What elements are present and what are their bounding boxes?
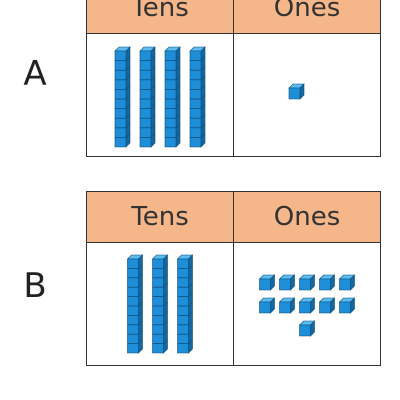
tens-header: Tens xyxy=(86,0,234,34)
blocks-row xyxy=(86,33,381,157)
ones-cubes-a xyxy=(288,83,305,100)
one-cube-block xyxy=(298,320,316,337)
tens-rods-a xyxy=(114,46,206,148)
tens-rods-b xyxy=(126,254,194,354)
place-value-table-b: Tens Ones xyxy=(86,191,381,366)
ones-cell xyxy=(233,242,381,366)
tens-cell xyxy=(86,242,234,366)
place-value-chart-a: Tens Ones xyxy=(86,0,381,157)
ten-rod-block xyxy=(151,254,169,354)
ten-rod-block xyxy=(164,46,181,148)
ones-header: Ones xyxy=(233,0,381,34)
one-cube-block xyxy=(338,274,356,291)
one-cube-block xyxy=(278,297,296,314)
ten-rod-block xyxy=(176,254,194,354)
ten-rod-block xyxy=(139,46,156,148)
ten-rod-block xyxy=(126,254,144,354)
one-cube-block xyxy=(258,297,276,314)
one-cube-block xyxy=(318,274,336,291)
one-cube-block xyxy=(338,297,356,314)
ten-rod-block xyxy=(114,46,131,148)
one-cube-block xyxy=(288,83,305,100)
ones-cell xyxy=(233,33,381,157)
blocks-row xyxy=(86,242,381,366)
one-cube-block xyxy=(318,297,336,314)
place-value-table-a: Tens Ones xyxy=(86,0,381,157)
tens-cell xyxy=(86,33,234,157)
one-cube-block xyxy=(298,297,316,314)
place-value-chart-b: Tens Ones xyxy=(86,191,381,366)
header-row: Tens Ones xyxy=(86,0,381,34)
tens-header: Tens xyxy=(86,191,234,243)
ones-header: Ones xyxy=(233,191,381,243)
option-label-a: A xyxy=(23,54,47,94)
option-label-b: B xyxy=(23,266,47,306)
one-cube-block xyxy=(258,274,276,291)
ones-cubes-b xyxy=(258,274,356,337)
ten-rod-block xyxy=(189,46,206,148)
header-row: Tens Ones xyxy=(86,191,381,243)
one-cube-block xyxy=(298,274,316,291)
one-cube-block xyxy=(278,274,296,291)
